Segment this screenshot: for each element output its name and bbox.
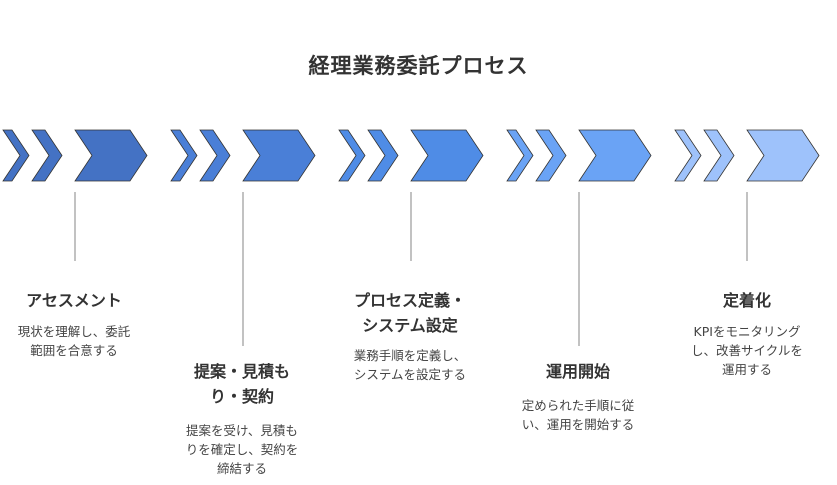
stage-3-description: 業務手順を定義し、システムを設定する — [353, 348, 467, 382]
stage-3-chevron-small-2 — [367, 129, 399, 182]
stage-2-description: 提案を受け、見積もりを確定し、契約を締結する — [185, 423, 299, 476]
stage-2-title: 提案・見積もり・契約 — [193, 362, 290, 406]
stage-2-chevron-small-2 — [199, 129, 231, 182]
stage-3-chevron-small-1 — [338, 129, 366, 182]
stage-5-title: 定着化 — [722, 291, 771, 310]
stage-1-chevron-small-1 — [2, 129, 30, 182]
stage-1-title: アセスメント — [26, 291, 122, 310]
stage-5-description: KPIをモニタリングし、改善サイクルを運用する — [691, 324, 803, 377]
stage-4-chevron-main — [578, 129, 652, 182]
stage-3-chevron-main — [410, 129, 484, 182]
stage-1-chevron-main — [74, 129, 148, 182]
stage-2-chevron-small-1 — [170, 129, 198, 182]
stage-2-chevron-main — [242, 129, 316, 182]
stage-1-chevron-small-2 — [31, 129, 63, 182]
stage-3-title: プロセス定義・システム設定 — [353, 291, 466, 335]
stage-4-chevron-small-1 — [506, 129, 534, 182]
stage-4-chevron-small-2 — [535, 129, 567, 182]
diagram-title: 経理業務委託プロセス — [308, 54, 529, 78]
stage-1-description: 現状を理解し、委託範囲を合意する — [17, 324, 131, 358]
stage-5-chevron-small-1 — [674, 129, 702, 182]
stage-5-chevron-main — [746, 129, 820, 182]
stage-4-title: 運用開始 — [545, 362, 610, 381]
stage-5-chevron-small-2 — [703, 129, 735, 182]
stage-4-description: 定められた手順に従い、運用を開始する — [521, 398, 635, 432]
